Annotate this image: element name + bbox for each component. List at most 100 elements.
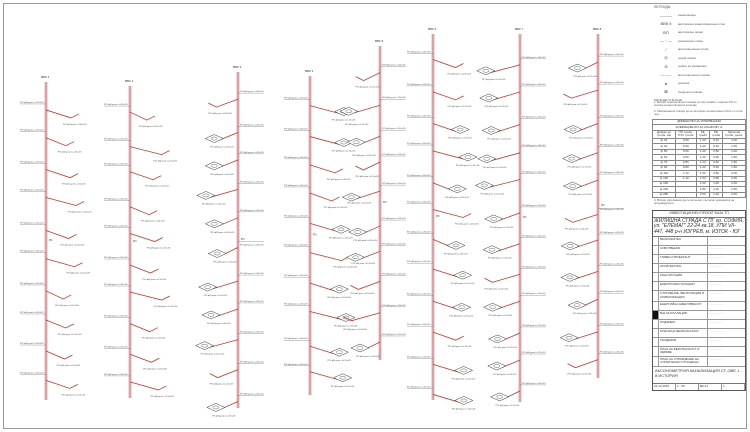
fixture-drain: [496, 395, 503, 399]
designer: ................: [709, 319, 723, 324]
pipe-annotation: PVC ф50 дълж. L=1.50 i=2%: [240, 180, 264, 183]
designer: ................: [709, 337, 723, 342]
fixture-drain: [345, 109, 353, 113]
legend-label: ревизионен отвор: [678, 38, 704, 43]
row-marker-cell: [653, 301, 659, 310]
title-block-row: ГЕОДЕЗИЯ................: [653, 337, 745, 347]
pipe-annotation: PVC ф50 дълж. L=1.50 i=2%: [284, 97, 308, 100]
fixture: [454, 396, 474, 405]
pipe-annotation: PVC ф50 дълж. L=1.50 i=2%: [327, 296, 351, 299]
pipe-annotation: PVC ф50 дълж. L=1.50 i=2%: [448, 345, 472, 348]
pipe-annotation: PVC ф50 дълж. L=1.50 i=2%: [345, 123, 369, 126]
fixture: [490, 392, 510, 402]
pipe-annotation: PVC ф50 дълж. L=1.50 i=2%: [563, 103, 587, 106]
row-marker-cell: [653, 319, 659, 328]
designer: ................: [709, 346, 723, 351]
branch-pipe: [432, 209, 472, 218]
pipe-annotation: PVC ф50 дълж. L=1.50 i=2%: [494, 346, 518, 349]
pipe-annotation: PVC ф50 дълж. L=1.50 i=2%: [104, 283, 128, 286]
designer: ................: [709, 246, 723, 251]
pipe-annotation: PVC ф50 дълж. L=1.50 i=2%: [350, 292, 374, 295]
fixture-drain: [336, 350, 343, 354]
pipe-annotation: PVC ф50 дълж. L=1.50 i=2%: [522, 382, 546, 385]
fixture-drain: [454, 187, 461, 191]
fixture: [560, 273, 580, 282]
fixture-drain: [574, 66, 581, 70]
role: ЕНЕРГИЙНА ЕФЕКТИВНОСТ: [659, 301, 708, 310]
fixture-drain: [210, 136, 218, 141]
role: ПЛАН ЗА УПРАВЛЕНИЕ НА СТРОИТЕЛНИ ОТПАДЪЦ…: [659, 356, 708, 366]
pipe-annotation: PVC ф50 дълж. L=1.50 i=2%: [382, 64, 406, 67]
pipe-annotation: PVC ф50 дълж. L=1.50 i=2%: [600, 231, 624, 234]
fixture: [453, 366, 474, 375]
fixture-drain: [211, 164, 218, 168]
branch-pipe: [309, 252, 350, 262]
fixture: [204, 219, 225, 229]
riser-mark: РО: [601, 204, 605, 207]
row-marker-cell: [653, 282, 659, 291]
pipe-annotation: PVC ф50 дълж. L=1.50 i=2%: [20, 282, 44, 285]
pipe-annotation: PVC ф50 дълж. L=1.50 i=2%: [104, 198, 128, 201]
fixture: [204, 161, 224, 171]
spec-header: PE тръби: [695, 129, 710, 139]
title-block-row: ЕНЕРГИЙНА ЕФЕКТИВНОСТ................: [653, 301, 745, 311]
drawing-sheet: [3, 3, 747, 429]
row-marker-cell: [653, 337, 659, 346]
fixture: [204, 134, 224, 143]
fixture-drain: [494, 337, 501, 341]
pipe-annotation: PVC ф50 дълж. L=1.50 i=2%: [201, 353, 225, 356]
row-marker-cell: [653, 246, 659, 255]
pipe-annotation: PVC ф50 дълж. L=1.50 i=2%: [240, 272, 264, 275]
spec-footnote: 3. Всички укрепвания да се изпълнят съгл…: [654, 198, 735, 206]
pipe-annotation: PVC ф50 дълж. L=1.50 i=2%: [447, 73, 471, 76]
pipe-annotation: PVC ф50 дълж. L=1.50 i=2%: [488, 257, 512, 260]
fixture-drain: [214, 251, 221, 256]
fixture-drain: [565, 336, 573, 340]
riser-label: ВВК 7: [515, 27, 524, 31]
fixture: [458, 152, 478, 162]
pipe-annotation: PVC ф50 дълж. L=1.50 i=2%: [382, 242, 406, 245]
pipe-annotation: PVC ф50 дълж. L=1.50 i=2%: [147, 247, 171, 250]
fixture: [207, 249, 227, 258]
fixture-drain: [481, 183, 488, 188]
pipe-annotation: PVC ф50 дълж. L=1.50 i=2%: [202, 202, 226, 205]
pipe-annotation: PVC ф50 дълж. L=1.50 i=2%: [58, 151, 82, 154]
pipe-annotation: PVC ф50 дълж. L=1.50 i=2%: [382, 182, 406, 185]
fixture-drain: [207, 313, 215, 317]
designer: ................: [709, 291, 723, 296]
row-marker-cell: [653, 356, 659, 366]
pipe-annotation: PVC ф50 дълж. L=1.50 i=2%: [207, 322, 231, 325]
legend-symbol-icon: ВВК 5: [660, 21, 672, 27]
legend-symbol-icon: ⟋: [664, 46, 668, 52]
legend-label: вентилационна тръба: [678, 47, 709, 52]
fixture-drain: [352, 255, 359, 260]
pipe-annotation: PVC ф50 дълж. L=1.50 i=2%: [20, 129, 44, 132]
fixture-drain: [569, 127, 577, 132]
pipe-annotation: PVC ф50 дълж. L=1.50 i=2%: [522, 115, 546, 118]
pipe-annotation: PVC ф50 дълж. L=1.50 i=2%: [332, 150, 356, 153]
fixture-drain: [204, 285, 211, 289]
pipe-annotation: PVC ф50 дълж. L=1.50 i=2%: [240, 392, 264, 395]
pipe-annotation: PVC ф50 дълж. L=1.50 i=2%: [58, 333, 82, 336]
fixture: [329, 284, 349, 294]
fixture: [450, 125, 470, 134]
pipe-annotation: PVC ф50 дълж. L=1.50 i=2%: [20, 250, 44, 253]
pipe-annotation: PVC ф50 дълж. L=1.50 i=2%: [210, 383, 234, 386]
pipe-annotation: PVC ф50 дълж. L=1.50 i=2%: [240, 151, 264, 154]
spec-header: PE тръби: [708, 129, 724, 139]
riser-label: ВВК 2: [41, 75, 50, 79]
fixture: [479, 93, 499, 103]
pipe-annotation: PVC ф50 дълж. L=1.50 i=2%: [496, 404, 520, 407]
legend-label: вертикален щранг: [678, 30, 704, 35]
pipe-annotation: PVC ф50 дълж. L=1.50 i=2%: [407, 142, 431, 145]
pipe-annotation: PVC ф50 дълж. L=1.50 i=2%: [600, 351, 624, 354]
fixture: [346, 137, 366, 147]
pipe-annotation: PVC ф50 дълж. L=1.50 i=2%: [522, 351, 546, 354]
pipe-annotation: PVC ф50 дълж. L=1.50 i=2%: [566, 284, 590, 287]
fixture-drain: [567, 244, 574, 248]
pipe-annotation: PVC ф50 дълж. L=1.50 i=2%: [600, 53, 624, 56]
pipe-annotation: PVC ф50 дълж. L=1.50 i=2%: [154, 160, 178, 163]
branch-pipe: [45, 169, 79, 179]
fixture: [345, 253, 366, 262]
